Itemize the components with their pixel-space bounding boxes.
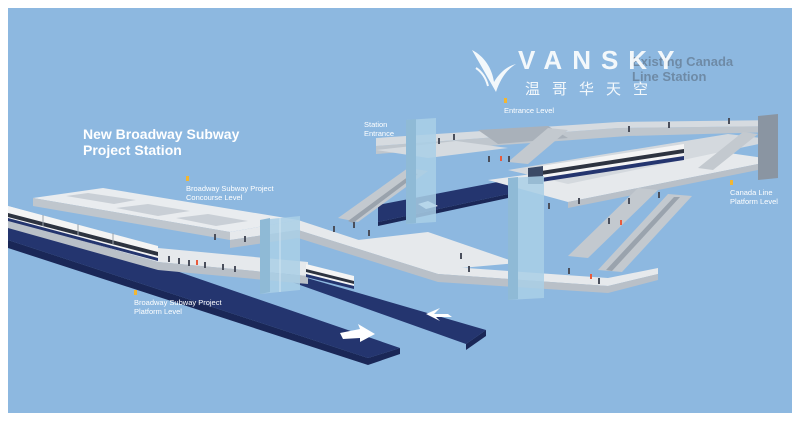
station-entrance-line-2: Entrance [364, 129, 395, 138]
broadway-train [8, 206, 354, 289]
diagram-canvas: New Broadway Subway Project Station Broa… [8, 8, 792, 413]
watermark-brand: VANSKY [518, 45, 685, 75]
vansky-watermark: VANSKY 温哥华天空 [470, 46, 674, 101]
concourse-level-label: Broadway Subway Project Concourse Level [186, 184, 274, 202]
platform-marker [134, 290, 137, 295]
platform-label-line-2: Platform Level [134, 307, 182, 316]
bird-logo-icon [472, 50, 516, 92]
canada-train [528, 144, 684, 184]
existing-station-line-1: Existing Canada [632, 54, 734, 69]
broadway-concourse [33, 188, 298, 240]
entrance-level-marker [504, 98, 507, 103]
title-line-2: Project Station [83, 142, 182, 158]
people [168, 118, 730, 284]
station-entrance-line-1: Station [364, 120, 388, 129]
station-title: New Broadway Subway Project Station [83, 126, 239, 158]
platform-label-line-1: Broadway Subway Project [134, 298, 222, 307]
concourse-label-line-2: Concourse Level [186, 193, 243, 202]
entrance-level-label: Entrance Level [504, 106, 555, 115]
people-accent [196, 156, 622, 279]
canada-platform-line-2: Platform Level [730, 197, 778, 206]
existing-station-label: Existing Canada Line Station [632, 54, 733, 84]
station-entrance-label: Station Entrance [364, 120, 394, 138]
escalators [338, 128, 758, 272]
existing-station-line-2: Line Station [632, 69, 707, 84]
concourse-marker [186, 176, 189, 181]
station-illustration [8, 114, 778, 365]
watermark-chinese: 温哥华天空 [525, 81, 661, 98]
arrow-right-icon [340, 324, 375, 342]
canada-platform-line-1: Canada Line [730, 188, 773, 197]
concourse-label-line-1: Broadway Subway Project [186, 184, 274, 193]
arrow-left-icon [426, 308, 452, 321]
canada-elevator-tower [508, 176, 544, 300]
canada-line-platform-label: Canada Line Platform Level [730, 188, 778, 206]
station-entrance-structure [376, 118, 508, 224]
canada-platform-marker [730, 180, 733, 185]
connector-concourse [230, 220, 658, 293]
broadway-elevator-tower [260, 216, 300, 294]
platform-level-label: Broadway Subway Project Platform Level [134, 298, 222, 316]
title-line-1: New Broadway Subway [83, 126, 240, 142]
